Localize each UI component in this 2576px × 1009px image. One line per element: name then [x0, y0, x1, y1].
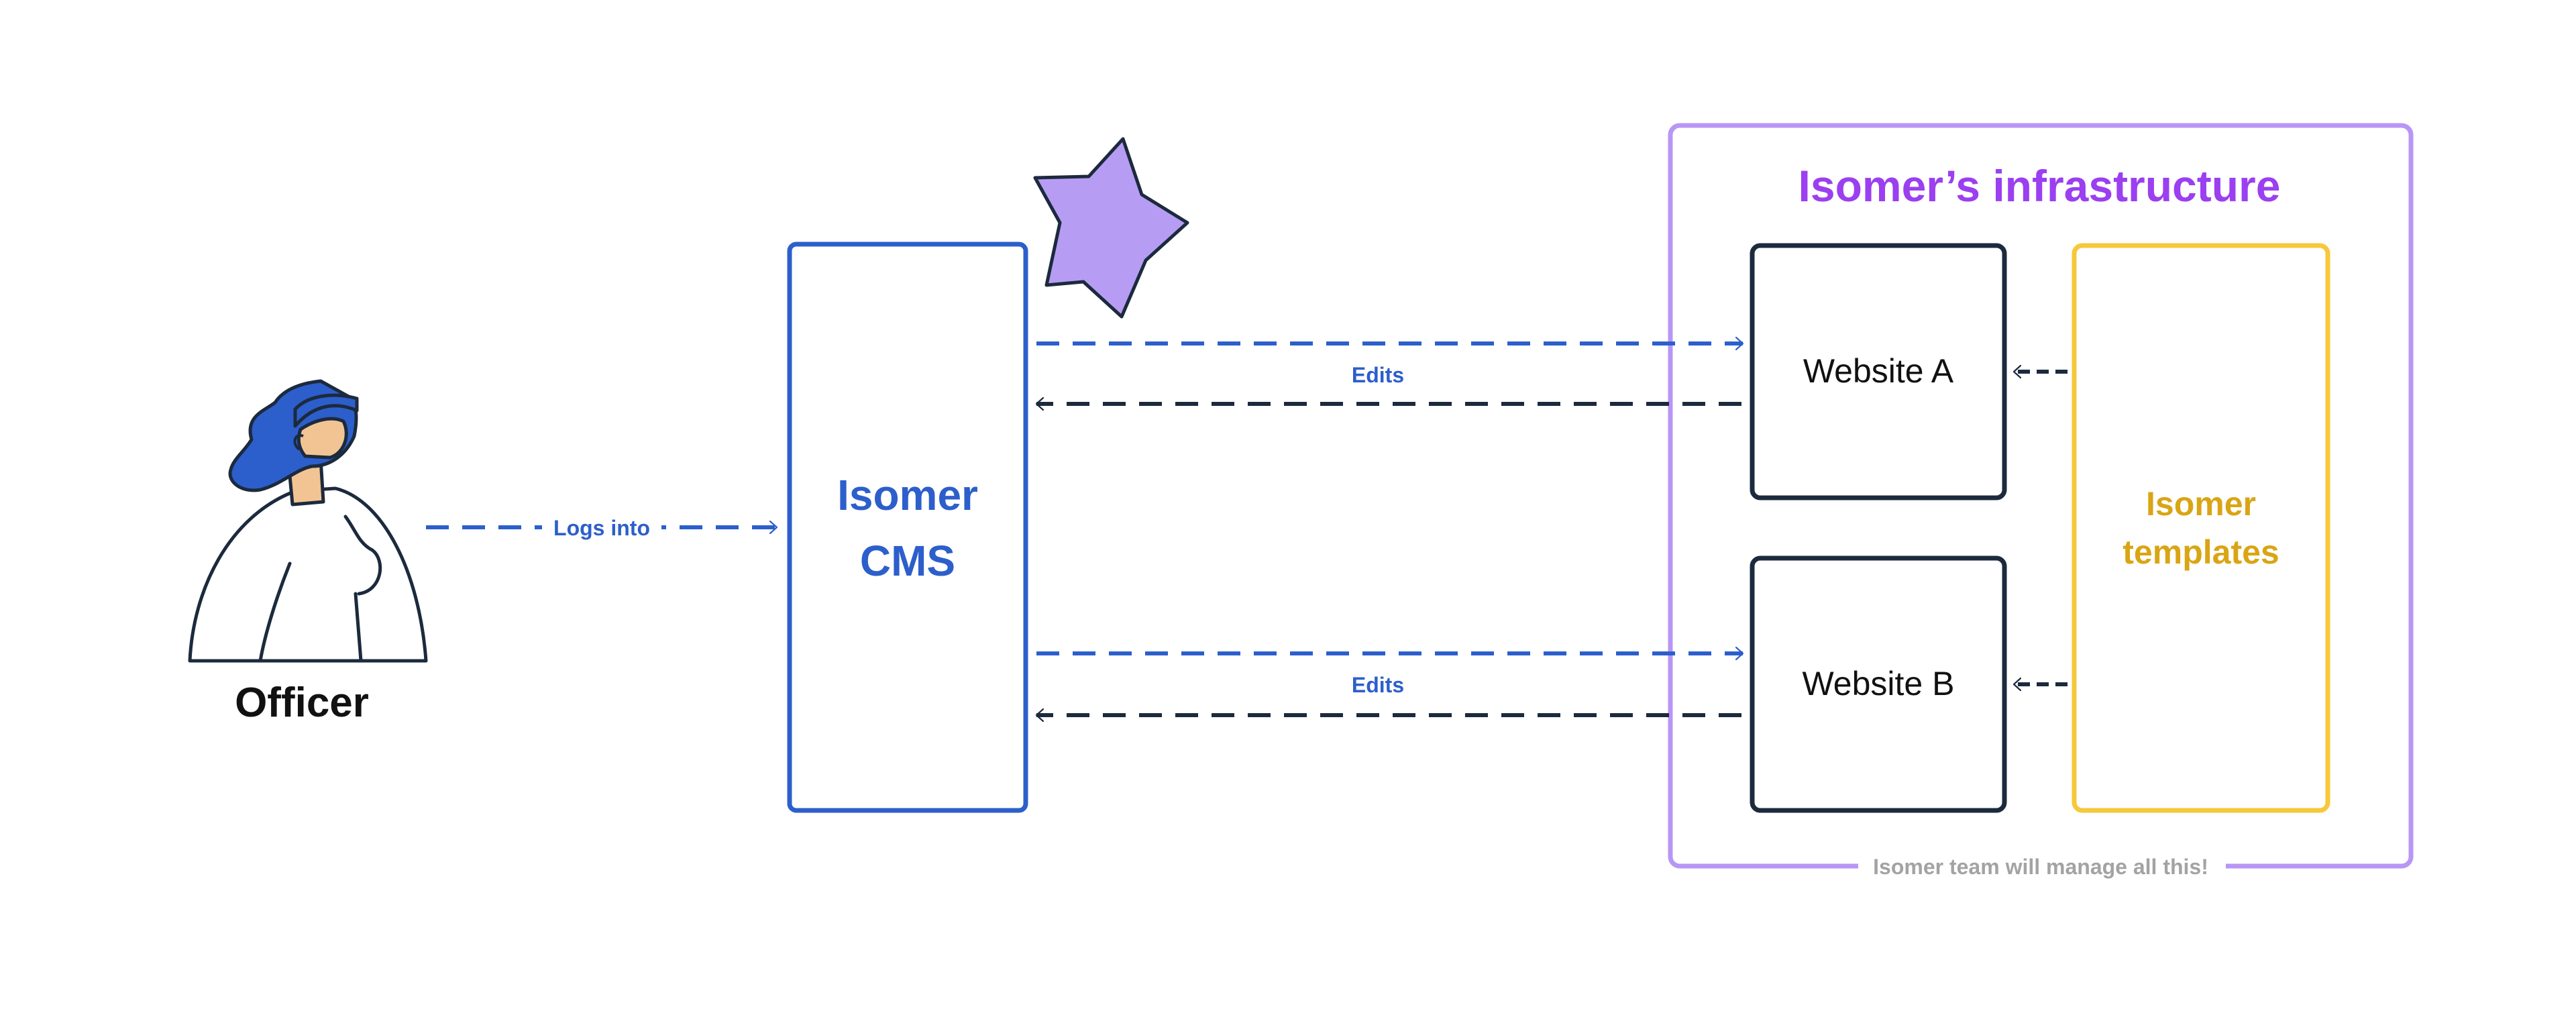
officer-collar	[343, 515, 382, 596]
isomer-templates-title-line1: Isomer	[2146, 485, 2256, 523]
star-icon	[1033, 137, 1189, 319]
website-b-box	[1750, 555, 2007, 813]
officer-arm-left	[258, 562, 292, 663]
infrastructure-note-bg	[1858, 852, 2226, 882]
isomer-templates-title-line2: templates	[2123, 533, 2279, 571]
website-a-box	[1750, 243, 2007, 500]
officer-body	[188, 486, 428, 663]
officer-arm-right	[354, 592, 363, 663]
infrastructure-note: Isomer team will manage all this!	[1873, 855, 2208, 879]
isomer-cms-title-line1: Isomer	[837, 471, 978, 519]
officer-label: Officer	[235, 680, 369, 726]
isomer-templates-box	[2072, 243, 2330, 813]
website-a-label: Website A	[1803, 352, 1954, 390]
officer-ear	[293, 434, 304, 451]
officer-bangs	[293, 393, 359, 428]
edits-a-label: Edits	[1352, 363, 1404, 387]
isomer-infrastructure-title: Isomer’s infrastructure	[1799, 161, 2281, 211]
isomer-cms-box	[787, 242, 1028, 813]
website-b-label: Website B	[1803, 665, 1955, 702]
edits-b-label: Edits	[1352, 673, 1404, 697]
logs-into-label: Logs into	[553, 516, 650, 540]
logs-into-label-bg	[542, 509, 661, 546]
officer-person-icon	[188, 379, 428, 663]
officer-face	[297, 417, 348, 460]
isomer-cms-title-line2: CMS	[860, 537, 955, 585]
